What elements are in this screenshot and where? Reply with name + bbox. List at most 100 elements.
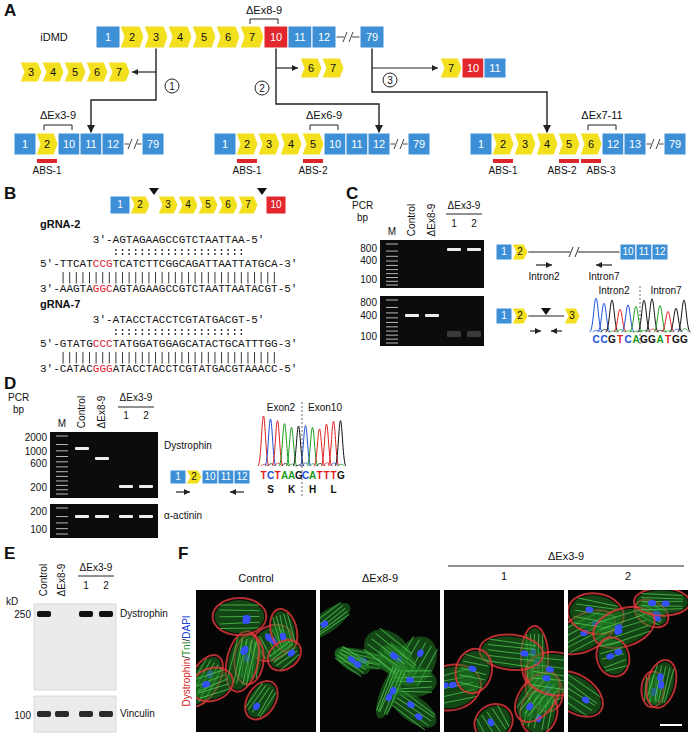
exon-box: 1	[110, 196, 130, 214]
exon-shape	[64, 62, 86, 82]
ladder-band	[386, 256, 398, 257]
exon-shape	[408, 133, 430, 155]
nucleus	[353, 660, 363, 669]
pairing-dot	[234, 329, 236, 331]
base-pair-bar	[129, 272, 130, 284]
base-pair-bar	[129, 352, 130, 364]
ladder-band	[56, 436, 68, 437]
pairing-dot	[168, 253, 170, 255]
trace-noise	[282, 463, 289, 466]
abs-bar	[303, 159, 323, 163]
trace-peak	[293, 426, 304, 466]
pointer-arrow	[432, 65, 438, 71]
base-pair-bar	[96, 352, 97, 364]
sarcomere	[488, 644, 536, 649]
lane-label: Control	[76, 396, 88, 428]
exon-box: 10	[58, 133, 80, 155]
sarcomere	[242, 640, 253, 685]
pairing-dot	[135, 329, 137, 331]
pairing-dot	[214, 249, 216, 251]
connector	[372, 48, 547, 133]
pairing-dot	[155, 333, 157, 335]
trace-noise	[665, 331, 673, 332]
lane-label: M	[388, 226, 396, 238]
trace-peak	[590, 298, 603, 332]
blot-band	[99, 611, 113, 617]
trace-noise	[601, 329, 609, 332]
ladder-band	[56, 489, 68, 490]
sarcomere	[220, 622, 260, 624]
pairing-dot	[174, 329, 176, 331]
exon-number: 2	[44, 139, 50, 150]
protein-label: Dystrophin	[120, 608, 168, 620]
pairing-dot	[181, 249, 183, 251]
exon-box: 12	[234, 470, 250, 484]
nucleus	[468, 665, 477, 673]
exon-number: 10	[270, 200, 281, 210]
trace-noise	[609, 331, 617, 332]
connector	[528, 315, 564, 316]
exon-box: 2	[492, 133, 514, 155]
connector	[91, 48, 156, 133]
exon-box: 1	[470, 133, 492, 155]
exon-box: 79	[360, 26, 384, 48]
trace-peak	[654, 306, 667, 332]
exon-shape	[170, 470, 186, 484]
sarcomere	[397, 698, 431, 722]
sarcomere	[391, 705, 426, 730]
sarcomere	[458, 682, 483, 688]
exon-shape	[216, 26, 240, 48]
exon-box: 1	[170, 470, 186, 484]
gel-band	[95, 515, 109, 518]
size-marker: 800	[360, 243, 377, 255]
gel-band	[75, 447, 89, 450]
pairing-dot	[155, 249, 157, 251]
exon-number: 6	[94, 67, 100, 78]
nucleus	[546, 666, 555, 673]
sarcomere	[641, 598, 682, 599]
dystrophin-stain	[212, 598, 266, 636]
row-label: iDMD	[40, 31, 68, 44]
exon-box: 7	[240, 26, 264, 48]
sarcomere	[220, 628, 260, 630]
exon-box: 11	[288, 26, 312, 48]
exon-shape	[218, 196, 238, 214]
gel-band	[139, 515, 153, 518]
lane-label: 2	[103, 580, 109, 592]
ladder-band	[56, 466, 68, 467]
size-marker: 100	[360, 274, 377, 286]
exon-box: 5	[198, 196, 218, 214]
size-marker: 250	[14, 609, 31, 621]
trace-noise	[303, 463, 310, 466]
pairing-dot	[135, 249, 137, 251]
exon-box: 1	[214, 133, 236, 155]
cell	[386, 684, 440, 732]
gel	[50, 432, 158, 498]
sarcomere	[492, 708, 505, 729]
micrograph	[320, 590, 440, 732]
sarcomere	[487, 712, 500, 732]
lane-label: ΔEx3-9	[448, 200, 481, 212]
ladder-band	[386, 322, 398, 323]
trace-peak	[678, 300, 691, 332]
trace-noise	[593, 330, 601, 332]
pairing-dot	[128, 333, 130, 335]
panel-letter: F	[178, 544, 188, 564]
exon-shape	[234, 470, 250, 484]
sarcomere	[488, 639, 536, 646]
pairing-dot	[188, 333, 190, 335]
base-pair-bar	[82, 272, 83, 284]
trace-noise	[289, 464, 296, 466]
base-pair-bar	[234, 352, 235, 364]
exon-number: 6	[225, 200, 231, 210]
exon-number: 3	[153, 32, 159, 43]
pairing-dot	[227, 329, 229, 331]
exon-shape	[636, 244, 652, 260]
exon-shape	[440, 58, 462, 78]
trace-noise	[625, 331, 633, 332]
ladder-band	[386, 331, 398, 332]
base-pair-bar	[241, 352, 242, 364]
base-pair-bar	[135, 352, 136, 364]
exon-box: 2	[512, 308, 528, 324]
exon-shape	[142, 133, 164, 155]
